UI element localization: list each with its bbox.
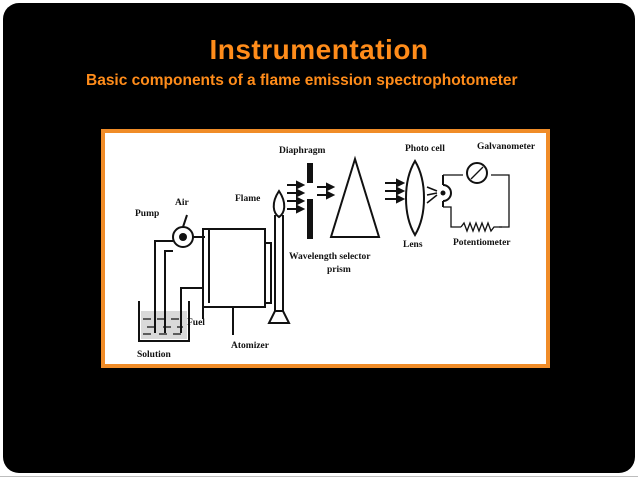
prism-triangle [329, 155, 381, 238]
flame-photometer-diagram: Air Pump Flame Diaphragm Photo cell Galv… [135, 142, 536, 360]
label-galvanometer: Galvanometer [477, 142, 536, 152]
label-flame: Flame [235, 194, 260, 204]
slit-arrows [317, 182, 336, 200]
label-pump: Pump [135, 209, 159, 219]
diagram-frame: Air Pump Flame Diaphragm Photo cell Galv… [101, 129, 550, 368]
bottom-divider [0, 476, 638, 477]
atomizer [202, 228, 266, 335]
label-fuel: Fuel [187, 318, 205, 328]
photo-cell [440, 175, 452, 207]
label-lens: Lens [403, 240, 423, 250]
burner [265, 215, 291, 324]
potentiometer-resistor [460, 221, 502, 233]
label-potentiometer: Potentiometer [453, 238, 511, 248]
pump [172, 214, 205, 248]
diaphragm [307, 163, 313, 239]
focused-rays [426, 186, 438, 204]
emission-arrows [287, 180, 306, 214]
sample-tube-inner [164, 250, 173, 333]
label-air: Air [175, 198, 190, 208]
label-solution: Solution [137, 350, 172, 360]
galvanometer-icon [466, 162, 488, 184]
dispersed-arrows [385, 178, 406, 204]
label-diaphragm: Diaphragm [279, 146, 326, 156]
lens [405, 159, 425, 237]
label-photo-cell: Photo cell [405, 144, 445, 154]
label-prism: prism [327, 265, 351, 275]
slide-title: Instrumentation [209, 34, 429, 65]
slide-subtitle: Basic components of a flame emission spe… [86, 72, 518, 89]
fuel-line [180, 287, 203, 333]
sample-tube [154, 240, 173, 333]
label-atomizer: Atomizer [231, 341, 270, 351]
label-wavelength-selector: Wavelength selector [289, 252, 371, 262]
flame-icon [272, 189, 286, 219]
detector-circuit [443, 174, 510, 228]
